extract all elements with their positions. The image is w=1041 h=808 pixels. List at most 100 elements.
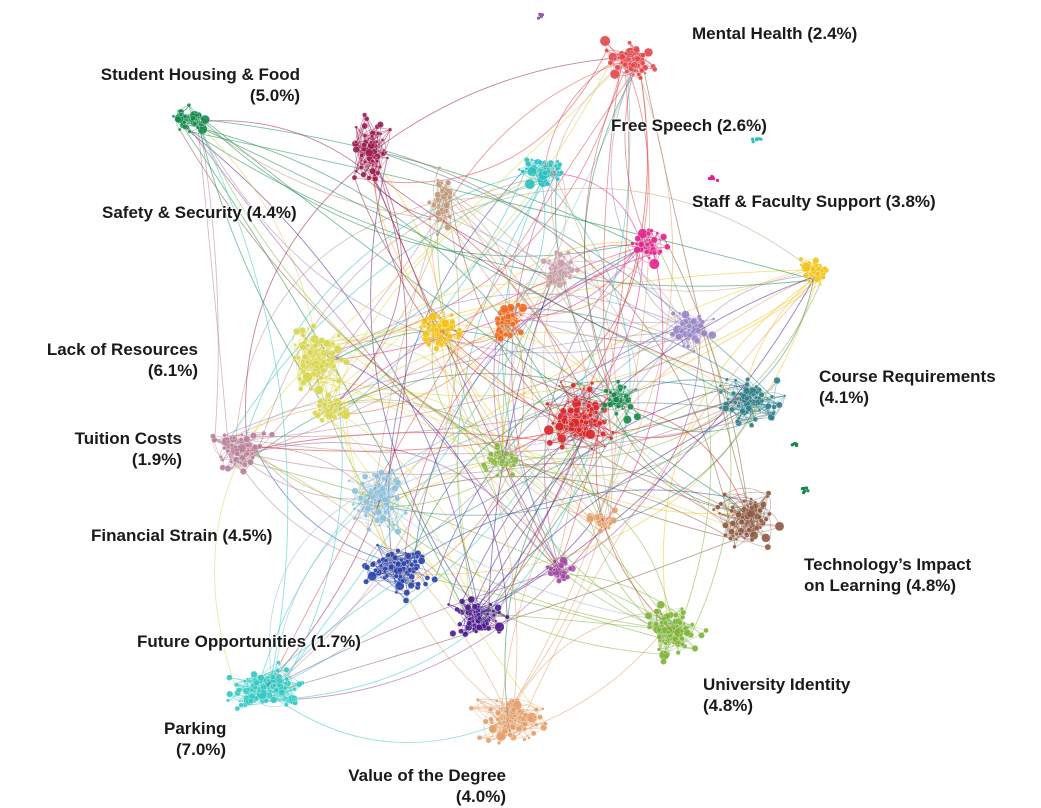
node-staff-faculty-support <box>634 235 641 242</box>
node-financial-strain <box>391 485 399 492</box>
node-hub-9 <box>485 625 492 632</box>
node-hub-8 <box>574 267 581 274</box>
node-lack-of-resources <box>307 348 314 356</box>
node-course-requirements <box>744 395 750 402</box>
node-technology-impact <box>761 533 771 543</box>
node-lack-of-resources <box>300 362 307 369</box>
node-parking <box>226 690 234 698</box>
node-future-opportunities <box>393 573 399 579</box>
node-course-requirements <box>737 401 741 406</box>
node-safety-security <box>375 159 379 164</box>
node-parking <box>246 687 251 692</box>
inter-edge <box>383 149 732 532</box>
node-mental-health <box>599 35 611 47</box>
node-financial-strain <box>371 511 375 515</box>
node-hub-3 <box>581 414 588 420</box>
inter-edge <box>459 610 671 631</box>
node-staff-faculty-support <box>660 233 668 241</box>
node-hub-2 <box>499 304 509 314</box>
inter-edge <box>245 161 366 446</box>
node-tuition-costs <box>221 458 225 462</box>
node-staff-faculty-support <box>633 246 641 254</box>
node-value-of-degree <box>511 736 515 740</box>
node-financial-strain <box>359 481 365 487</box>
inter-edge <box>196 121 229 442</box>
node-student-housing-food <box>182 114 188 119</box>
node-hub-8 <box>562 255 566 259</box>
node-hub-5 <box>670 311 676 316</box>
node-university-identity <box>682 621 686 626</box>
inter-edge <box>391 405 739 516</box>
node-hub-3 <box>554 422 565 432</box>
node-technology-impact <box>722 492 727 497</box>
inter-edge <box>292 575 559 700</box>
inter-edge <box>334 269 822 347</box>
node-hub-2 <box>509 321 516 328</box>
node-hub-9 <box>491 613 496 618</box>
node-university-identity <box>680 609 687 616</box>
inter-edge <box>327 418 478 612</box>
node-course-requirements <box>722 404 730 412</box>
node-safety-security <box>360 159 364 162</box>
node-future-opportunities <box>403 589 411 597</box>
inter-edge <box>302 365 492 461</box>
node-hub-9 <box>488 602 493 607</box>
node-student-housing-food <box>177 127 182 132</box>
node-staff-faculty-support <box>650 236 658 244</box>
node-financial-strain <box>394 528 402 536</box>
node-hub-3 <box>559 380 563 384</box>
node-course-requirements <box>745 405 753 412</box>
node-hub-3 <box>582 387 586 391</box>
node-tuition-costs <box>244 451 250 457</box>
inter-edge <box>345 327 507 415</box>
node-tuition-costs <box>241 461 248 468</box>
node-value-of-degree <box>488 724 498 734</box>
node-value-of-degree <box>530 730 537 737</box>
node-lack-of-resources <box>308 386 314 392</box>
node-hub-1 <box>440 319 450 328</box>
node-university-identity <box>691 644 699 652</box>
node-technology-impact <box>763 516 769 522</box>
node-hub-5 <box>681 344 686 349</box>
node-technology-impact <box>753 525 760 531</box>
node-lack-of-resources <box>307 366 311 370</box>
node-value-of-degree <box>534 722 539 727</box>
node-parking <box>275 668 281 673</box>
node-tuition-costs <box>224 465 232 472</box>
node-university-identity <box>657 647 662 652</box>
node-hub-2 <box>499 320 505 326</box>
node-safety-security <box>351 174 358 181</box>
node-free-speech <box>559 170 564 176</box>
node-hub-3 <box>566 400 570 404</box>
node-hub-4 <box>607 401 614 408</box>
node-future-opportunities <box>422 581 429 587</box>
node-hub-5 <box>669 331 676 338</box>
node-hub-9 <box>488 616 492 620</box>
node-value-of-degree <box>500 723 503 727</box>
inter-edge <box>610 69 691 329</box>
inter-edge <box>425 341 518 735</box>
node-lack-of-resources <box>320 367 327 374</box>
node-hub-1 <box>422 330 430 338</box>
inter-edge <box>385 394 754 561</box>
node-hub-3 <box>585 429 596 440</box>
node-hub-9 <box>477 615 482 621</box>
node-staff-faculty-support <box>647 256 651 260</box>
node-tuition-costs <box>244 442 250 448</box>
intra-edge <box>738 395 785 424</box>
node-hub-8 <box>567 275 573 280</box>
inter-edge <box>522 274 820 720</box>
node-university-identity <box>647 621 653 626</box>
node-future-opportunities <box>417 557 426 565</box>
node-hub-6 <box>815 271 821 277</box>
inter-edge <box>440 187 820 276</box>
node-lack-of-resources <box>301 340 307 345</box>
inter-edge <box>252 373 611 458</box>
node-hub-1 <box>447 333 454 340</box>
node-mental-health <box>633 68 637 73</box>
node-course-requirements <box>754 403 758 407</box>
node-staff-faculty-support <box>655 231 660 235</box>
node-lack-of-resources <box>306 326 310 330</box>
inter-edge <box>559 57 630 566</box>
